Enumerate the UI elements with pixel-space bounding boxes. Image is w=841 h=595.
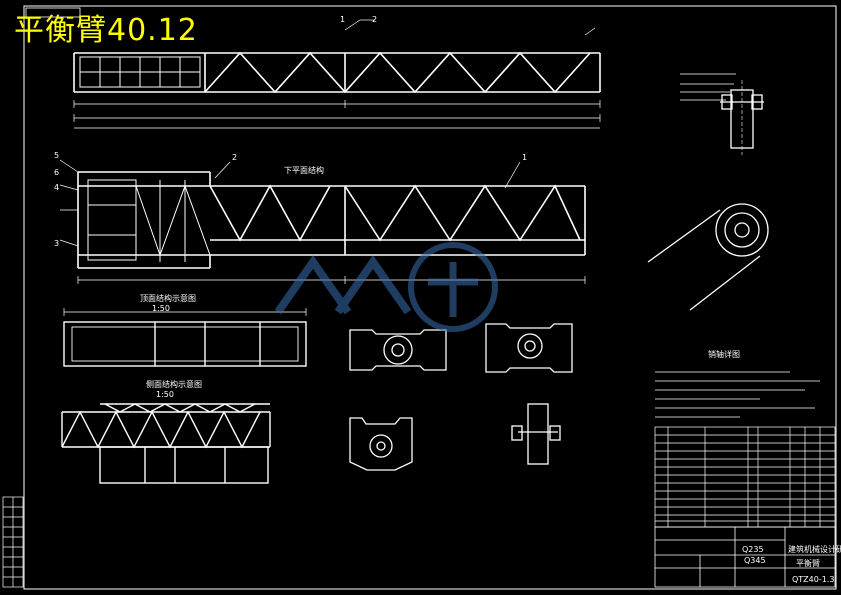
title-block-company: 建筑机械设计研究院 <box>788 545 841 554</box>
side-view-diagram <box>61 403 271 484</box>
material-q235: Q235 <box>742 545 764 554</box>
side-view-scale: 1:50 <box>156 390 174 399</box>
watermark-logo <box>274 242 498 332</box>
overlay-title: 平衡臂40.12 <box>14 13 198 48</box>
title-block <box>654 526 836 588</box>
label-2: 2 <box>232 153 237 162</box>
label-3: 3 <box>54 239 59 248</box>
lower-plane-label: 下平面结构 <box>284 166 324 175</box>
parts-list <box>654 426 836 528</box>
label-1: 1 <box>522 153 527 162</box>
label-top-1: 1 <box>340 15 345 24</box>
pin-side-detail <box>511 403 561 465</box>
label-4: 4 <box>54 183 59 192</box>
pin-top-detail <box>720 80 764 155</box>
section-detail-right <box>485 323 573 373</box>
top-view-label: 顶面结构示意图 <box>140 294 196 303</box>
title-block-drawing-no: QTZ40-1.3 <box>792 575 835 584</box>
top-view-diagram <box>63 321 307 367</box>
label-top-2: 2 <box>372 15 377 24</box>
label-5: 5 <box>54 151 59 160</box>
technical-notes <box>655 371 820 418</box>
side-view-label: 侧面结构示意图 <box>146 380 202 389</box>
section-detail-left <box>349 329 447 371</box>
section-detail-lower <box>349 417 413 471</box>
top-view-scale: 1:50 <box>152 304 170 313</box>
pin-detail-label: 销轴详图 <box>708 350 740 359</box>
label-6: 6 <box>54 168 59 177</box>
material-q345: Q345 <box>744 556 766 565</box>
title-block-part-name: 平衡臂 <box>796 559 820 568</box>
side-elevation-truss <box>73 51 601 94</box>
revision-strip <box>2 496 24 588</box>
lower-plane-truss <box>77 171 586 269</box>
pin-inclined-detail <box>647 203 769 311</box>
